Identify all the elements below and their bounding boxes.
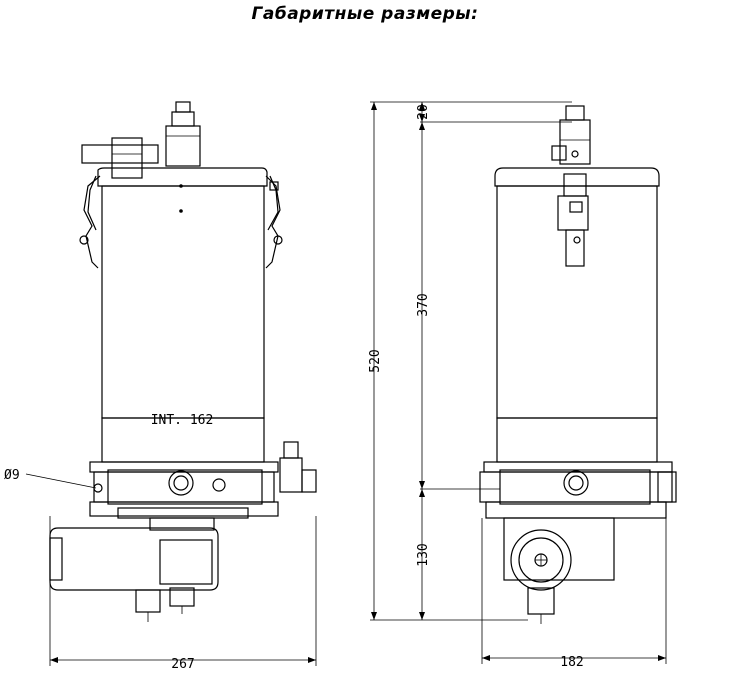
front-width-label: 267 — [171, 657, 194, 672]
page-title: Габаритные размеры: — [251, 4, 479, 24]
total-height-label: 520 — [368, 349, 383, 372]
base-height-label: 130 — [416, 543, 431, 566]
side-width-label: 182 — [560, 655, 583, 670]
top-offset-label: 20 — [416, 104, 431, 120]
inner-diameter-label: INT. 162 — [151, 413, 214, 428]
side-view: 520 20 370 130 182 — [368, 101, 677, 670]
reservoir-height-label: 370 — [416, 293, 431, 316]
front-view: INT. 162 — [4, 101, 317, 672]
hole-diameter-label: Ø9 — [4, 468, 20, 483]
